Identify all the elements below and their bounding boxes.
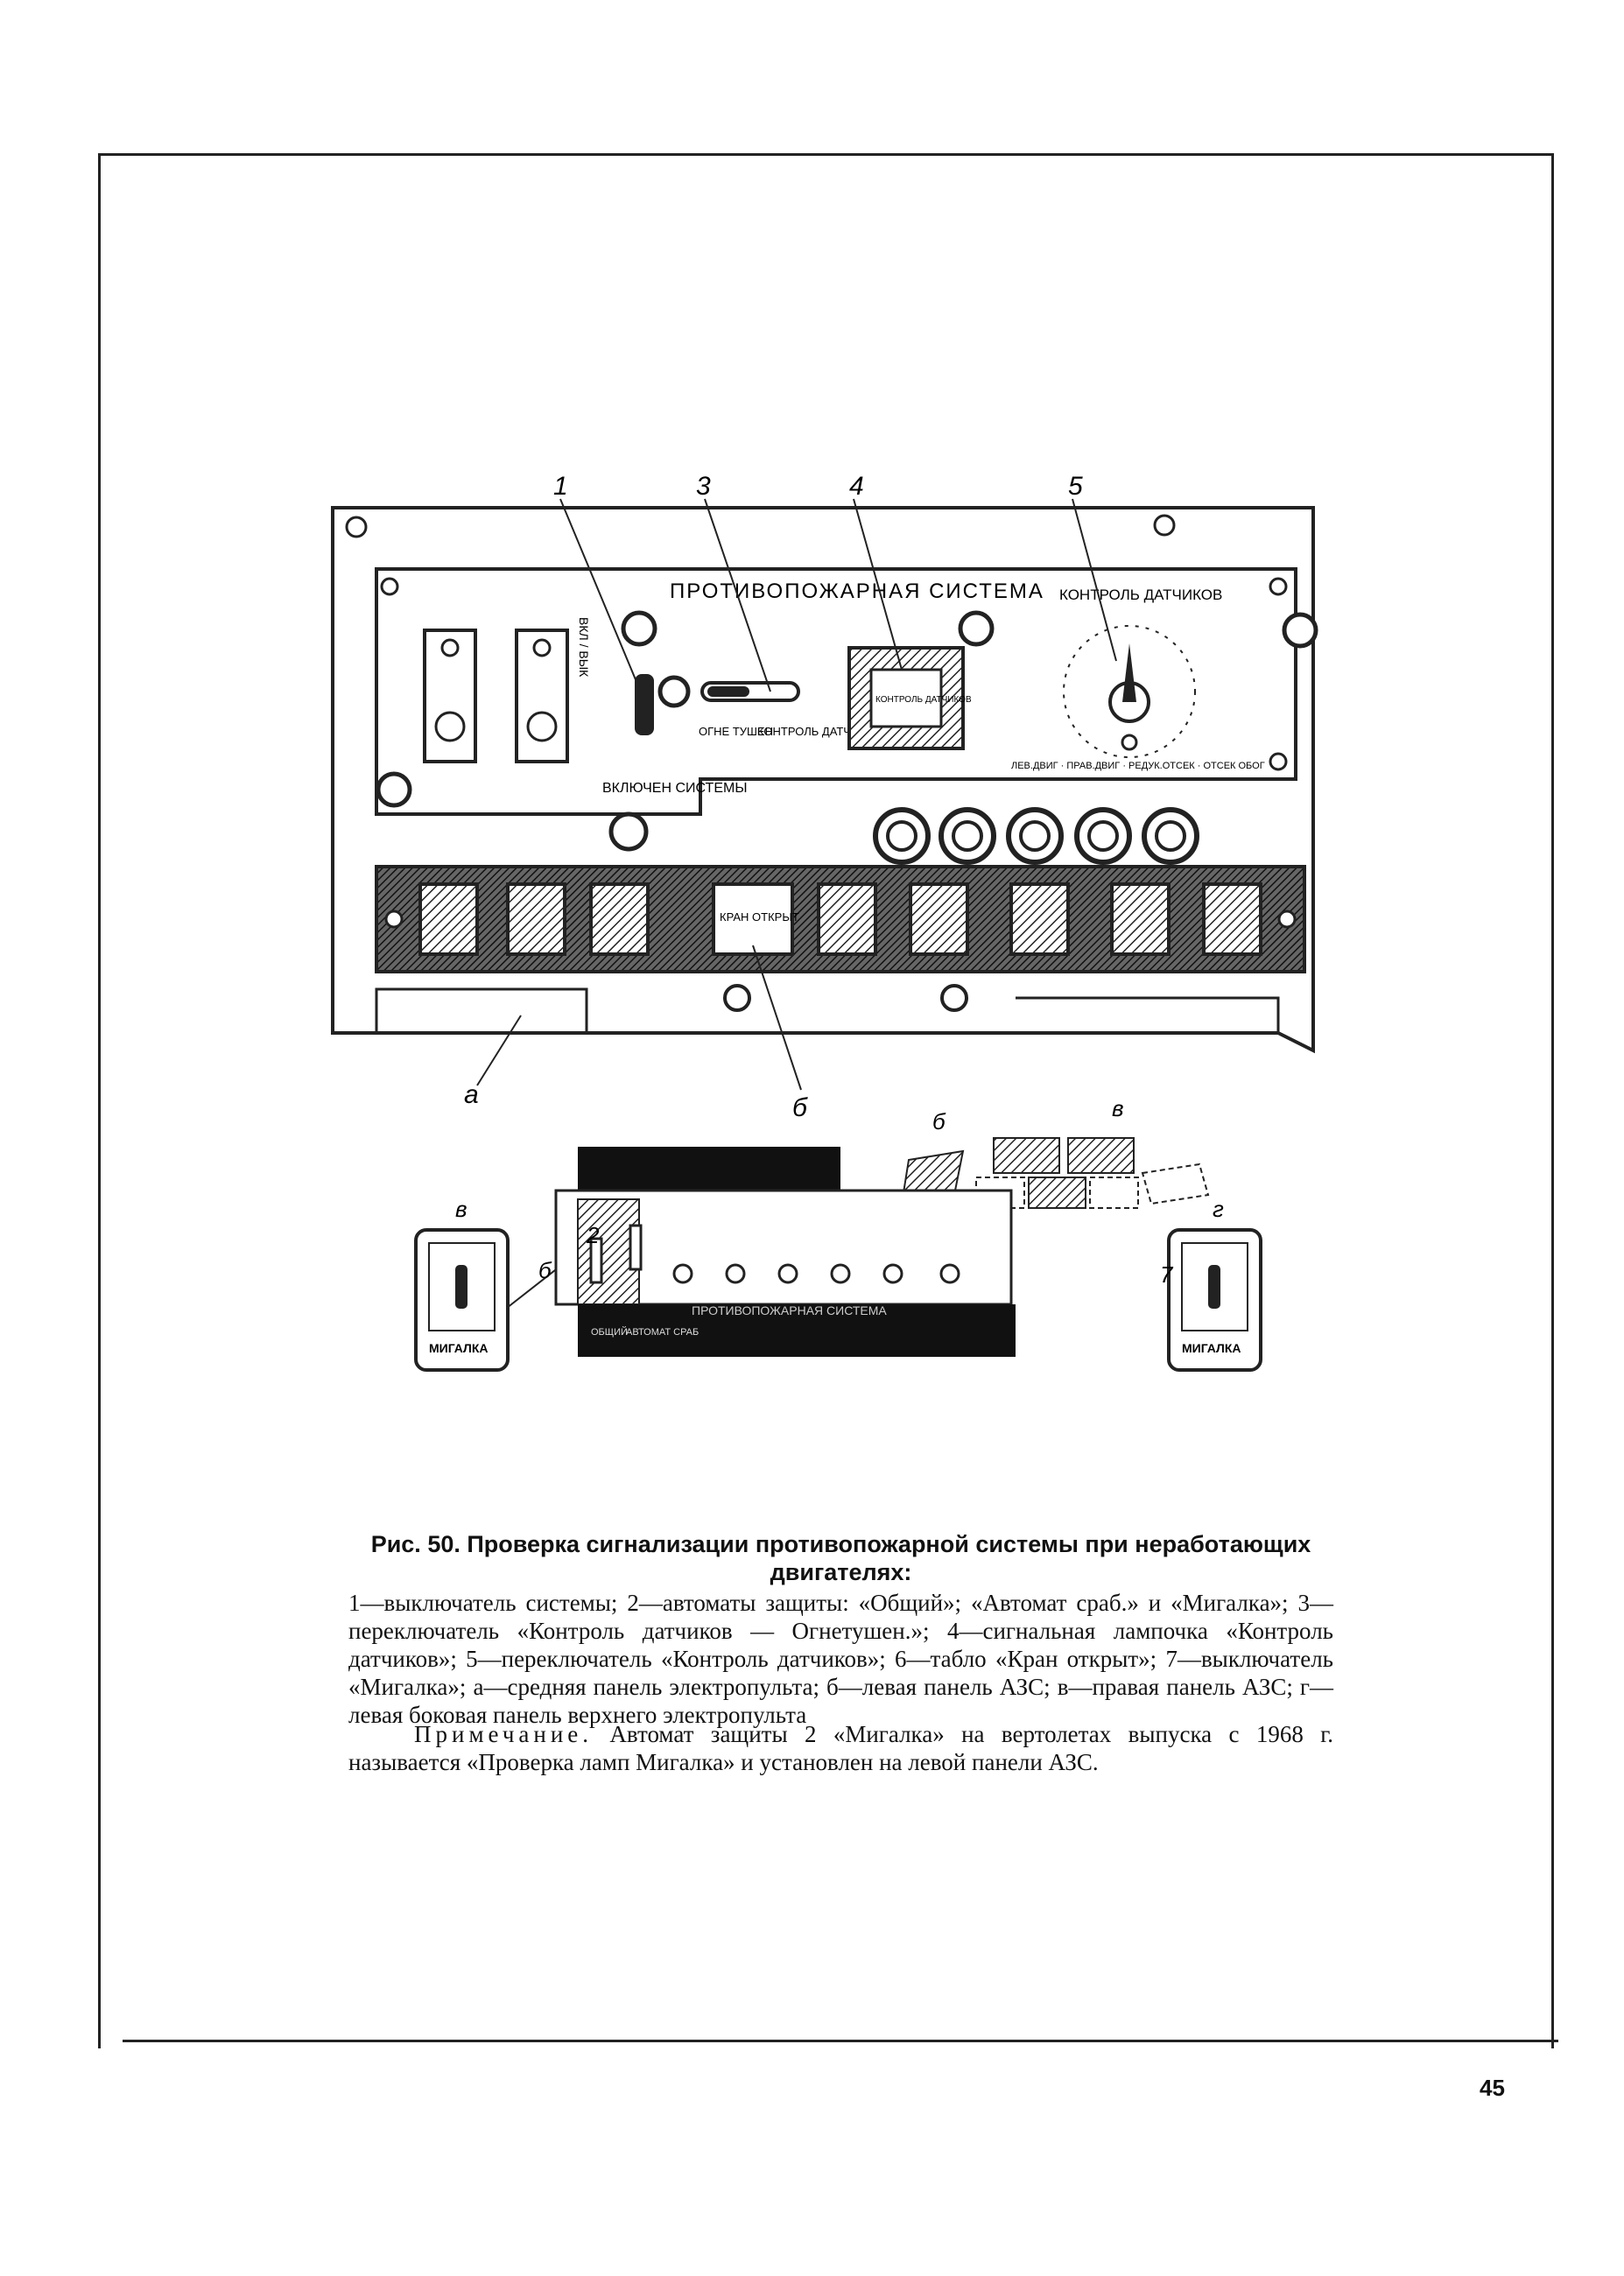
callout-4: 4 [849, 473, 864, 501]
callout-3: 3 [696, 473, 711, 501]
right-side-switch-label: МИГАЛКА [1182, 1341, 1241, 1355]
screw-icon [532, 638, 552, 657]
figure-legend: 1—выключатель системы; 2—автоматы защиты… [348, 1590, 1333, 1728]
callout-1: 1 [553, 473, 568, 501]
screw-icon [380, 577, 399, 596]
screw-icon [345, 516, 368, 538]
page-frame-left [98, 153, 101, 2048]
fire-system-subpanel [375, 567, 1297, 816]
page-frame-right [1551, 153, 1554, 2048]
valve-open-tablo [712, 882, 794, 956]
figure-note: Примечание. Автомат защиты 2 «Мигалка» н… [348, 1720, 1333, 1776]
azs-dark-bottom [578, 1304, 1016, 1357]
callout-b: б [538, 1257, 552, 1283]
callout-a: а [464, 1080, 479, 1109]
azs-switches[interactable] [589, 1224, 960, 1284]
callout-v-left: в [455, 1196, 468, 1222]
page-frame-bottom [123, 2040, 1558, 2042]
screw-icon [1269, 752, 1288, 771]
knob-icon [621, 610, 657, 647]
knob-icon [1282, 612, 1318, 649]
flasher-switch-left[interactable] [455, 1265, 468, 1309]
selector-title: КОНТРОЛЬ ДАТЧИКОВ [1059, 587, 1222, 603]
knob-icon [657, 675, 691, 708]
screw-icon [384, 910, 404, 929]
page-frame-top [98, 153, 1553, 156]
selector-pointer-icon [1122, 643, 1136, 702]
note-text: Автомат защиты 2 «Мигалка» на вертолетах… [348, 1721, 1334, 1775]
callout-5: 5 [1068, 473, 1083, 501]
signal-lamps [418, 882, 1262, 956]
note-lead: Примечание. [414, 1721, 594, 1747]
fuse-cap-icon [526, 711, 558, 742]
left-side-switch-label: МИГАЛКА [429, 1341, 489, 1355]
screw-icon [1121, 734, 1138, 751]
toggle-left-label: ОГНЕ ТУШЕН [699, 725, 773, 738]
callout-6: б [792, 1093, 808, 1122]
middle-panel-a [375, 987, 588, 1035]
callout-g-right: г [1213, 1196, 1224, 1222]
figure-caption: Рис. 50. Проверка сигнализации противопо… [370, 1531, 1311, 1585]
callout-g: б [932, 1108, 946, 1134]
tablo-label: КРАН ОТКРЫТ [720, 910, 799, 924]
knob-icon [608, 811, 649, 852]
azs-label-1: ОБЩИЙ [591, 1326, 628, 1338]
callout-7: 7 [1160, 1261, 1174, 1288]
lamp-window [869, 668, 943, 728]
switch-side-label: ВКЛ / ВЫК [577, 617, 591, 678]
switch-label: ВКЛЮЧЕН СИСТЕМЫ [602, 781, 747, 796]
knob-row [873, 807, 1199, 865]
fuse-cap-icon [434, 711, 466, 742]
azs-label-2: АВТОМАТ СРАБ [626, 1327, 699, 1338]
screw-icon [723, 984, 751, 1012]
panel-edge [1016, 996, 1280, 1033]
panel-title: ПРОТИВОПОЖАРНАЯ СИСТЕМА [670, 580, 1044, 603]
callout-v: в [1112, 1095, 1124, 1121]
screw-icon [440, 638, 460, 657]
toggle-lever-icon [707, 686, 749, 697]
figure-fire-system-panel: ПРОТИВОПОЖАРНАЯ СИСТЕМА КОНТРОЛЬ ДАТЧИКО… [331, 473, 1318, 1372]
page-number: 45 [1480, 2075, 1505, 2101]
knob-icon [376, 771, 412, 808]
lamp-label: КОНТРОЛЬ ДАТЧИКОВ [875, 695, 972, 705]
screw-icon [1153, 514, 1176, 537]
screw-icon [940, 984, 968, 1012]
flasher-switch-right[interactable] [1208, 1265, 1220, 1309]
selector-positions: ЛЕВ.ДВИГ · ПРАВ.ДВИГ · РЕДУК.ОТСЕК · ОТС… [1011, 761, 1265, 771]
azs-strip-label: ПРОТИВОПОЖАРНАЯ СИСТЕМА [692, 1303, 887, 1317]
selector-scale [1063, 625, 1196, 758]
knob-icon [958, 610, 995, 647]
screw-icon [1269, 577, 1288, 596]
callout-2: 2 [586, 1222, 600, 1248]
screw-icon [1277, 910, 1297, 929]
